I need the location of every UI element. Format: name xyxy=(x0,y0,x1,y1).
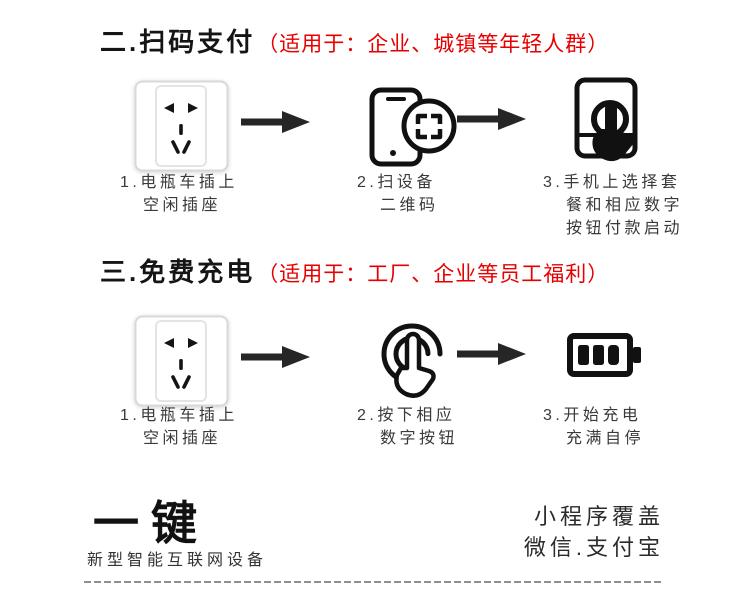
step-caption: 2.按下相应 数字按钮 xyxy=(357,407,459,447)
phone-tap-icon xyxy=(563,77,658,172)
phone-qr-icon xyxy=(366,86,458,170)
section-1-title: 二.扫码支付 xyxy=(100,27,256,57)
section-2-title-row: 三.免费充电 （适用于：工厂、企业等员工福利） xyxy=(100,252,609,289)
socket-icon xyxy=(134,80,229,172)
brand-subtitle: 新型智能互联网设备 xyxy=(87,552,268,569)
socket-icon xyxy=(134,315,229,407)
step-caption: 1.电瓶车插上 空闲插座 xyxy=(120,174,238,214)
footer-right-line2: 微信.支付宝 xyxy=(523,535,664,560)
section-1-title-row: 二.扫码支付 （适用于：企业、城镇等年轻人群） xyxy=(100,22,609,59)
brand-name: 一键 xyxy=(93,497,209,549)
step-caption: 3.手机上选择套 餐和相应数字 按钮付款启动 xyxy=(543,174,684,237)
section-2-title: 三.免费充电 xyxy=(100,257,256,287)
footer-right-line1: 小程序覆盖 xyxy=(533,504,664,529)
step-caption: 2.扫设备 二维码 xyxy=(357,174,439,214)
arrow-right-icon xyxy=(241,109,311,135)
arrow-right-icon xyxy=(457,341,527,367)
footer-right-text: 小程序覆盖 微信.支付宝 xyxy=(524,501,664,563)
section-2-subtitle: （适用于：工厂、企业等员工福利） xyxy=(257,263,610,286)
arrow-right-icon xyxy=(457,106,527,132)
battery-icon xyxy=(566,329,646,381)
step-caption: 3.开始充电 充满自停 xyxy=(543,407,645,447)
step-caption: 1.电瓶车插上 空闲插座 xyxy=(120,407,238,447)
touch-icon xyxy=(367,318,457,408)
arrow-right-icon xyxy=(241,344,311,370)
dashed-divider xyxy=(84,581,662,583)
section-1-subtitle: （适用于：企业、城镇等年轻人群） xyxy=(257,33,610,56)
